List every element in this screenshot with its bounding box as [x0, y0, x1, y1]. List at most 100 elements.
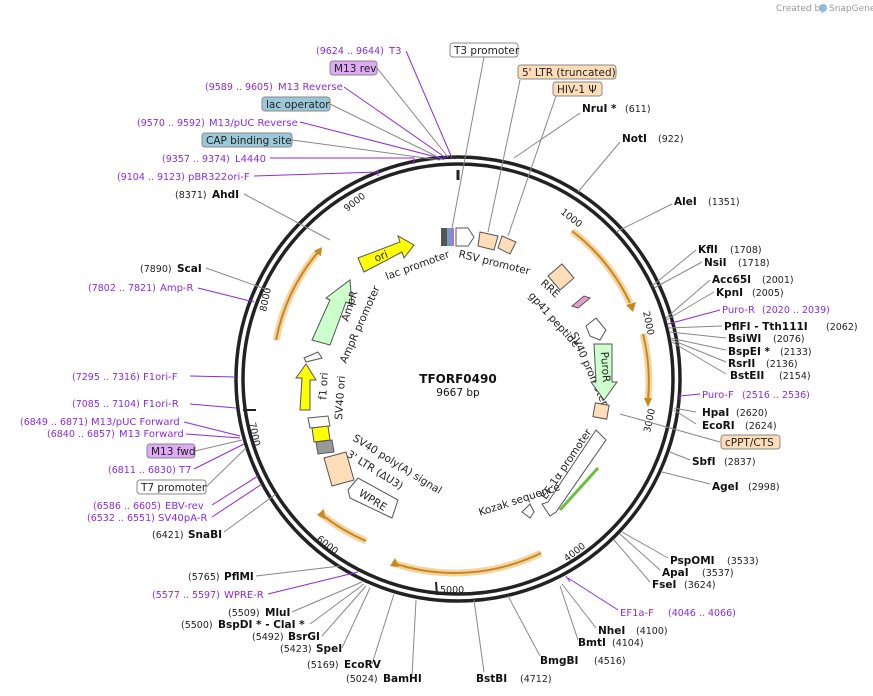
cap-site-label: CAP binding site — [206, 135, 292, 147]
site-nsii: NsiI — [704, 257, 727, 269]
f1-ori-label: f1 ori — [317, 372, 331, 400]
hiv-psi-label: HIV-1 Ψ — [557, 84, 597, 96]
site-spei: SpeI — [316, 643, 342, 655]
site-ahdi: AhdI — [212, 189, 239, 201]
site-sbfi: SbfI — [692, 456, 716, 468]
site-kpni-pos: (2005) — [752, 288, 784, 299]
site-pflmi-pos: (5765) — [188, 572, 220, 583]
site-alei-pos: (1351) — [708, 197, 740, 208]
snapgene-credit: Created by SnapGene — [776, 4, 873, 14]
site-hpai: HpaI — [702, 407, 729, 419]
site-bspdi-clai-pos: (5500) — [181, 620, 213, 631]
primer-t7-range: (6811 .. 6830) — [108, 465, 176, 476]
site-agei: AgeI — [712, 481, 739, 493]
top-left-labels: (9624 .. 9644) T3 M13 rev (9589 .. 9605)… — [117, 46, 453, 183]
primer-m13-puc-forward: M13/pUC Forward — [91, 417, 180, 428]
site-snabi-pos: (6421) — [152, 530, 184, 541]
ltr5-label: 5' LTR (truncated) — [522, 67, 616, 79]
site-pspomi-pos: (3533) — [727, 556, 759, 567]
primer-ebv-rev-range: (6586 .. 6605) — [93, 501, 161, 512]
site-ecorv: EcoRV — [344, 659, 382, 671]
site-mlui: MluI — [265, 607, 290, 619]
m13-rev-label: M13 rev — [334, 63, 377, 75]
cppt-label: cPPT/CTS — [725, 437, 774, 449]
site-ahdi-pos: (8371) — [175, 190, 207, 201]
site-pflfi-tth111i: PflFI - Tth111I — [724, 321, 808, 333]
primer-m13-forward: M13 Forward — [119, 429, 184, 440]
cppt-label-box — [720, 434, 781, 450]
cap-site-box — [201, 132, 293, 148]
orf-arcs — [272, 228, 653, 577]
cppt-box — [592, 402, 610, 420]
primer-amp-r: Amp-R — [160, 283, 194, 294]
site-acc65i: Acc65I — [712, 274, 751, 286]
site-bspei: BspEI * — [728, 346, 771, 358]
primer-t7: T7 — [178, 465, 191, 476]
primer-pbr322ori-f-range: (9104 .. 9123) — [117, 172, 185, 183]
t7-promoter-box — [136, 479, 207, 495]
site-kpni: KpnI — [716, 287, 743, 299]
site-noti-pos: (922) — [658, 134, 684, 145]
yellow-small-feature — [311, 425, 331, 443]
site-kfli-pos: (1708) — [730, 245, 762, 256]
site-bsiwi: BsiWI — [728, 333, 761, 345]
backbone-outer-ring — [234, 155, 682, 603]
site-fsei-pos: (3624) — [684, 580, 716, 591]
site-rsrii-pos: (2136) — [766, 359, 798, 370]
site-nhei: NheI — [598, 625, 625, 637]
lac-operator-mark — [441, 228, 447, 246]
ef1a-promoter-arrow — [541, 429, 607, 517]
primer-m13-reverse: M13 Reverse — [278, 82, 343, 93]
site-nsii-pos: (1718) — [738, 258, 770, 269]
rre-box — [547, 263, 575, 291]
site-bspdi-clai: BspDI * - ClaI * — [218, 619, 305, 631]
hiv-psi-label-box — [552, 81, 603, 97]
primer-f1ori-f-range: (7295 .. 7316) — [72, 372, 140, 383]
tick-8000: 8000 — [258, 287, 274, 313]
primer-pbr322ori-f: pBR322ori-F — [188, 172, 250, 183]
cap-site-mark — [447, 228, 451, 246]
primer-puro-r: Puro-R — [722, 305, 755, 316]
ltr5-box — [477, 231, 499, 251]
plasmid-size: 9667 bp — [436, 387, 480, 399]
site-acc65i-pos: (2001) — [762, 275, 794, 286]
primer-sv40pa-r: SV40pA-R — [158, 513, 207, 524]
t3-promoter-box — [449, 42, 519, 58]
top-feature-labels: T3 promoter 5' LTR (truncated) HIV-1 Ψ — [449, 42, 617, 237]
site-spei-pos: (5423) — [280, 644, 312, 655]
snapgene-logo-icon — [819, 4, 827, 12]
t3-promoter-arrow — [455, 227, 475, 247]
f1-ori-arrow — [295, 363, 317, 411]
site-bspei-pos: (2133) — [780, 347, 812, 358]
grey-feature — [315, 439, 335, 455]
tick-3000: 3000 — [642, 408, 658, 434]
hiv-psi-box — [497, 235, 517, 255]
tick-2000: 2000 — [640, 310, 656, 336]
puror-arrow — [590, 343, 618, 401]
site-bamhi: BamHI — [383, 673, 422, 685]
site-mlui-pos: (5509) — [228, 608, 260, 619]
primer-l4440: L4440 — [235, 154, 266, 165]
site-bsteii: BstEII — [730, 370, 764, 382]
primer-t3-range: (9624 .. 9644) — [316, 46, 384, 57]
tick-5000: 5000 — [440, 585, 464, 596]
credit-text: Created by — [776, 4, 826, 14]
primer-m13-puc-reverse-range: (9570 .. 9592) — [137, 118, 205, 129]
primer-f1ori-r-range: (7085 .. 7104) — [72, 399, 140, 410]
site-ecori: EcoRI — [702, 420, 735, 432]
ampr-promoter-arrow — [303, 351, 323, 363]
primer-wpre-r: WPRE-R — [224, 590, 264, 601]
ltr5-label-box — [517, 64, 617, 80]
ori-label: ori — [373, 249, 390, 265]
primer-puro-r-range: (2020 .. 2039) — [762, 305, 830, 316]
site-bsteii-pos: (2154) — [779, 371, 811, 382]
tick-1000: 1000 — [558, 207, 584, 231]
kozak-mark — [521, 503, 535, 519]
site-nhei-pos: (4100) — [636, 626, 668, 637]
primer-ef1a-f: EF1a-F — [620, 608, 654, 619]
site-bstbi: BstBI — [476, 673, 507, 685]
site-pspomi: PspOMI — [670, 555, 715, 567]
site-nrui-pos: (611) — [625, 104, 651, 115]
t7-promoter-label: T7 promoter — [140, 482, 207, 494]
